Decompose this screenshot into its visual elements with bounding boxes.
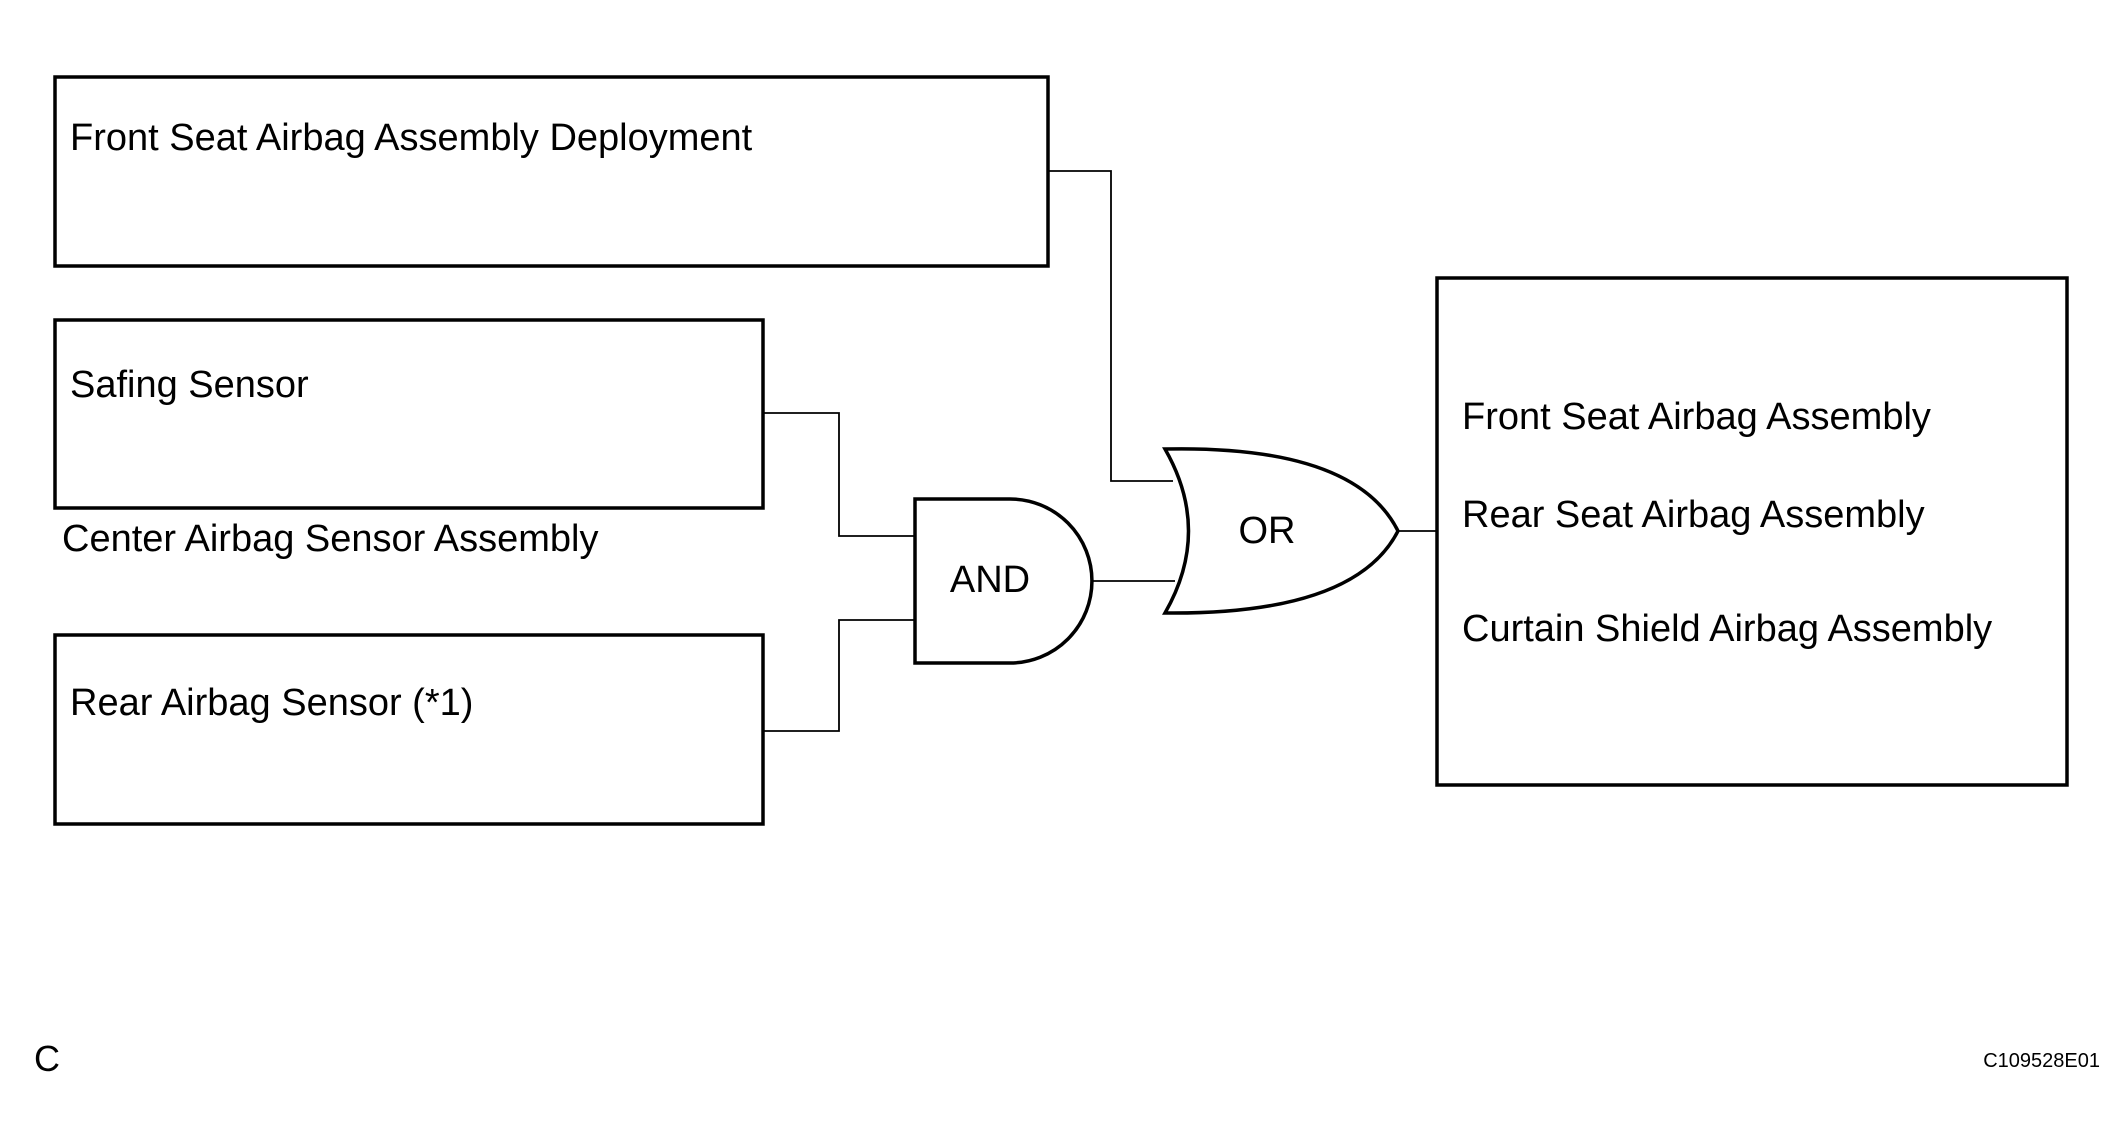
- output-item-curtain-shield-airbag: Curtain Shield Airbag Assembly: [1462, 608, 1992, 650]
- and-gate-label: AND: [950, 559, 1030, 601]
- figure-code: C109528E01: [1983, 1050, 2100, 1072]
- rear-airbag-sensor-label: Rear Airbag Sensor (*1): [70, 682, 473, 724]
- or-gate: OR: [1161, 447, 1400, 615]
- output-box: Front Seat Airbag Assembly Rear Seat Air…: [1435, 276, 2069, 787]
- wire-safing-to-and: [763, 412, 915, 537]
- and-gate-shape: [913, 497, 1094, 665]
- output-item-rear-seat-airbag: Rear Seat Airbag Assembly: [1462, 494, 1925, 536]
- wire-front-seat-to-or: [1048, 170, 1173, 482]
- connection-wires: [763, 170, 1437, 732]
- or-gate-label: OR: [1239, 510, 1296, 552]
- safing-sensor-label: Safing Sensor: [70, 364, 309, 406]
- front-seat-deployment-box: Front Seat Airbag Assembly Deployment: [53, 75, 1050, 268]
- rear-airbag-sensor-box: Rear Airbag Sensor (*1): [53, 633, 765, 826]
- output-item-front-seat-airbag: Front Seat Airbag Assembly: [1462, 396, 1931, 438]
- corner-letter: C: [34, 1038, 60, 1079]
- safing-sensor-box: Safing Sensor: [53, 318, 765, 510]
- center-airbag-sensor-assembly-label: Center Airbag Sensor Assembly: [62, 518, 599, 560]
- wire-rear-sensor-to-and: [763, 619, 915, 732]
- and-gate: AND: [913, 497, 1094, 665]
- front-seat-deployment-label: Front Seat Airbag Assembly Deployment: [70, 117, 753, 159]
- or-gate-shape: [1161, 447, 1400, 615]
